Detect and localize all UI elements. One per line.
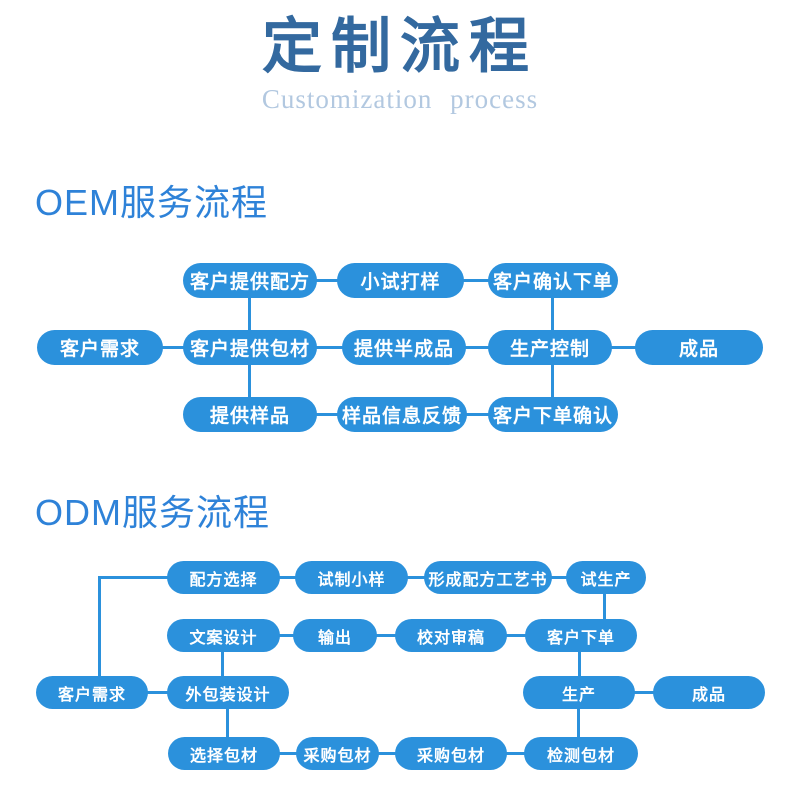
oem-section-heading: OEM服务流程 [35,182,269,223]
connector-horizontal [465,413,490,416]
page-subtitle: Customization process [261,84,539,114]
connector-horizontal [375,634,397,637]
connector-horizontal [146,691,169,694]
odm-node-output: 输出 [293,619,377,652]
odm-node-test-packaging: 检测包材 [524,737,638,770]
connector-horizontal [377,752,397,755]
oem-node-sample-feedback: 样品信息反馈 [337,397,467,432]
oem-node-order-confirmation: 客户下单确认 [488,397,618,432]
oem-node-customer-provides-packaging: 客户提供包材 [183,330,317,365]
odm-node-proofreading: 校对审稿 [395,619,507,652]
connector-vertical [578,650,581,678]
odm-node-customer-order: 客户下单 [525,619,637,652]
odm-node-formula-selection: 配方选择 [167,561,280,594]
connector-vertical [248,296,251,332]
connector-vertical [551,296,554,332]
connector-horizontal [633,691,655,694]
odm-node-customer-needs: 客户需求 [36,676,148,709]
oem-node-customer-confirms-order: 客户确认下单 [488,263,618,298]
oem-node-production-control: 生产控制 [488,330,612,365]
page-title: 定制流程 [262,14,538,80]
connector-horizontal [278,634,295,637]
connector-horizontal [278,576,297,579]
connector-vertical [603,592,606,621]
oem-node-provide-sample: 提供样品 [183,397,317,432]
odm-node-finished-product: 成品 [653,676,765,709]
oem-node-customer-provides-formula: 客户提供配方 [183,263,317,298]
oem-node-customer-needs: 客户需求 [37,330,163,365]
odm-node-purchase-packaging-1: 采购包材 [296,737,379,770]
connector-horizontal [278,752,298,755]
connector-vertical [221,650,224,678]
connector-horizontal [315,279,339,282]
connector-vertical [98,576,101,678]
oem-node-provide-semifinished: 提供半成品 [342,330,466,365]
connector-vertical [551,363,554,399]
connector-horizontal [315,346,344,349]
connector-horizontal [161,346,185,349]
odm-node-trial-small-sample: 试制小样 [295,561,408,594]
odm-section-heading: ODM服务流程 [35,492,270,533]
connector-horizontal [315,413,339,416]
odm-node-packaging-design: 外包装设计 [167,676,289,709]
oem-node-finished-product: 成品 [635,330,763,365]
connector-horizontal [462,279,490,282]
connector-horizontal [464,346,490,349]
connector-vertical [248,363,251,399]
odm-node-trial-production: 试生产 [566,561,646,594]
connector-horizontal [406,576,426,579]
odm-node-select-packaging: 选择包材 [168,737,280,770]
odm-node-formula-process-doc: 形成配方工艺书 [424,561,552,594]
connector-horizontal [550,576,568,579]
odm-node-production: 生产 [523,676,635,709]
connector-vertical [577,707,580,739]
oem-node-trial-sample: 小试打样 [337,263,464,298]
odm-node-purchase-packaging-2: 采购包材 [395,737,507,770]
connector-horizontal [98,576,169,579]
connector-vertical [226,707,229,739]
odm-node-copy-design: 文案设计 [167,619,280,652]
connector-horizontal [505,752,526,755]
connector-horizontal [505,634,527,637]
connector-horizontal [610,346,637,349]
